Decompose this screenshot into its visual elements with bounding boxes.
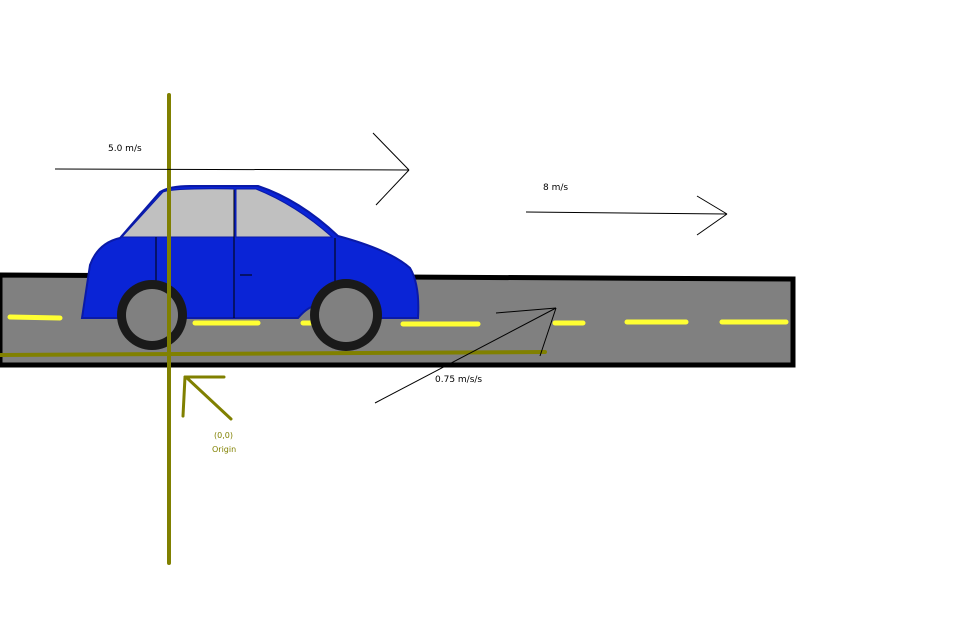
velocity-arrow bbox=[54, 132, 410, 206]
acceleration-arrow bbox=[374, 307, 557, 404]
second-velocity-arrow bbox=[525, 195, 728, 236]
acceleration-label: 0.75 m/s/s bbox=[435, 375, 482, 385]
front-window bbox=[235, 188, 334, 238]
coordinate-axes bbox=[0, 93, 547, 565]
front-wheel bbox=[310, 279, 382, 351]
rear-window bbox=[120, 188, 235, 238]
rear-wheel bbox=[117, 280, 187, 350]
origin-coords-label: (0,0) bbox=[214, 431, 233, 440]
x-axis bbox=[0, 350, 547, 357]
lane-dash bbox=[7, 314, 63, 321]
origin-arrow bbox=[181, 375, 233, 421]
velocity-label: 5.0 m/s bbox=[108, 144, 142, 154]
origin-word-label: Origin bbox=[212, 445, 236, 454]
second-velocity-label: 8 m/s bbox=[543, 183, 568, 193]
